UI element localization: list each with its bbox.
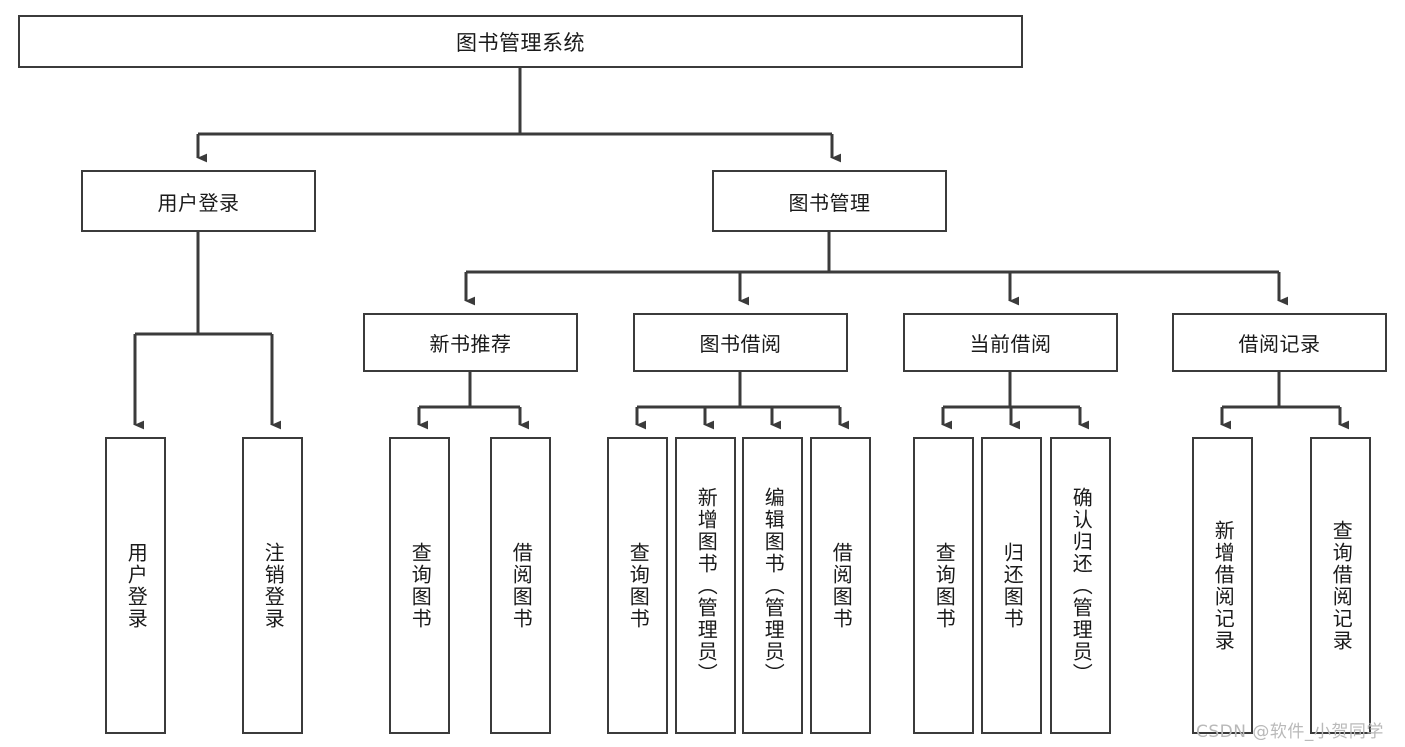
leaf-current-return-book[interactable]: 归还图书 <box>981 437 1042 734</box>
leaf-borrow-add-book[interactable]: 新增图书（管理员） <box>675 437 736 734</box>
node-book-management[interactable]: 图书管理 <box>712 170 947 232</box>
node-label: 归还图书 <box>1000 541 1025 630</box>
node-book-borrow[interactable]: 图书借阅 <box>633 313 848 372</box>
node-label: 用户登录 <box>124 541 149 630</box>
node-label: 图书借阅 <box>699 332 782 356</box>
node-label: 新书推荐 <box>429 332 512 356</box>
leaf-borrow-edit-book[interactable]: 编辑图书（管理员） <box>742 437 803 734</box>
node-current-borrow[interactable]: 当前借阅 <box>903 313 1118 372</box>
leaf-borrow-query-book[interactable]: 查询图书 <box>607 437 668 734</box>
node-root-system[interactable]: 图书管理系统 <box>18 15 1023 68</box>
node-label: 新增图书（管理员） <box>694 486 719 685</box>
node-label: 当前借阅 <box>969 332 1052 356</box>
node-borrow-record[interactable]: 借阅记录 <box>1172 313 1387 372</box>
leaf-user-login-login[interactable]: 用户登录 <box>105 437 166 734</box>
node-label: 图书管理系统 <box>456 30 585 55</box>
leaf-record-add-record[interactable]: 新增借阅记录 <box>1192 437 1253 734</box>
node-label: 借阅记录 <box>1238 332 1321 356</box>
node-label: 查询图书 <box>408 541 433 630</box>
node-label: 查询借阅记录 <box>1329 519 1354 652</box>
leaf-recommend-query-book[interactable]: 查询图书 <box>389 437 450 734</box>
leaf-current-confirm-return[interactable]: 确认归还（管理员） <box>1050 437 1111 734</box>
node-label: 用户登录 <box>157 190 240 215</box>
node-label: 借阅图书 <box>509 541 534 630</box>
leaf-current-query-book[interactable]: 查询图书 <box>913 437 974 734</box>
node-label: 借阅图书 <box>829 541 854 630</box>
node-new-book-recommend[interactable]: 新书推荐 <box>363 313 578 372</box>
node-label: 确认归还（管理员） <box>1069 486 1094 685</box>
leaf-recommend-borrow-book[interactable]: 借阅图书 <box>490 437 551 734</box>
node-user-login[interactable]: 用户登录 <box>81 170 316 232</box>
leaf-borrow-borrow-book[interactable]: 借阅图书 <box>810 437 871 734</box>
leaf-user-login-logout[interactable]: 注销登录 <box>242 437 303 734</box>
node-label: 查询图书 <box>626 541 651 630</box>
node-label: 注销登录 <box>261 541 286 630</box>
csdn-watermark: CSDN @软件_小贺同学 <box>1196 722 1384 742</box>
leaf-record-query-record[interactable]: 查询借阅记录 <box>1310 437 1371 734</box>
node-label: 图书管理 <box>788 190 871 215</box>
node-label: 新增借阅记录 <box>1211 519 1236 652</box>
node-label: 编辑图书（管理员） <box>761 486 786 685</box>
node-label: 查询图书 <box>932 541 957 630</box>
